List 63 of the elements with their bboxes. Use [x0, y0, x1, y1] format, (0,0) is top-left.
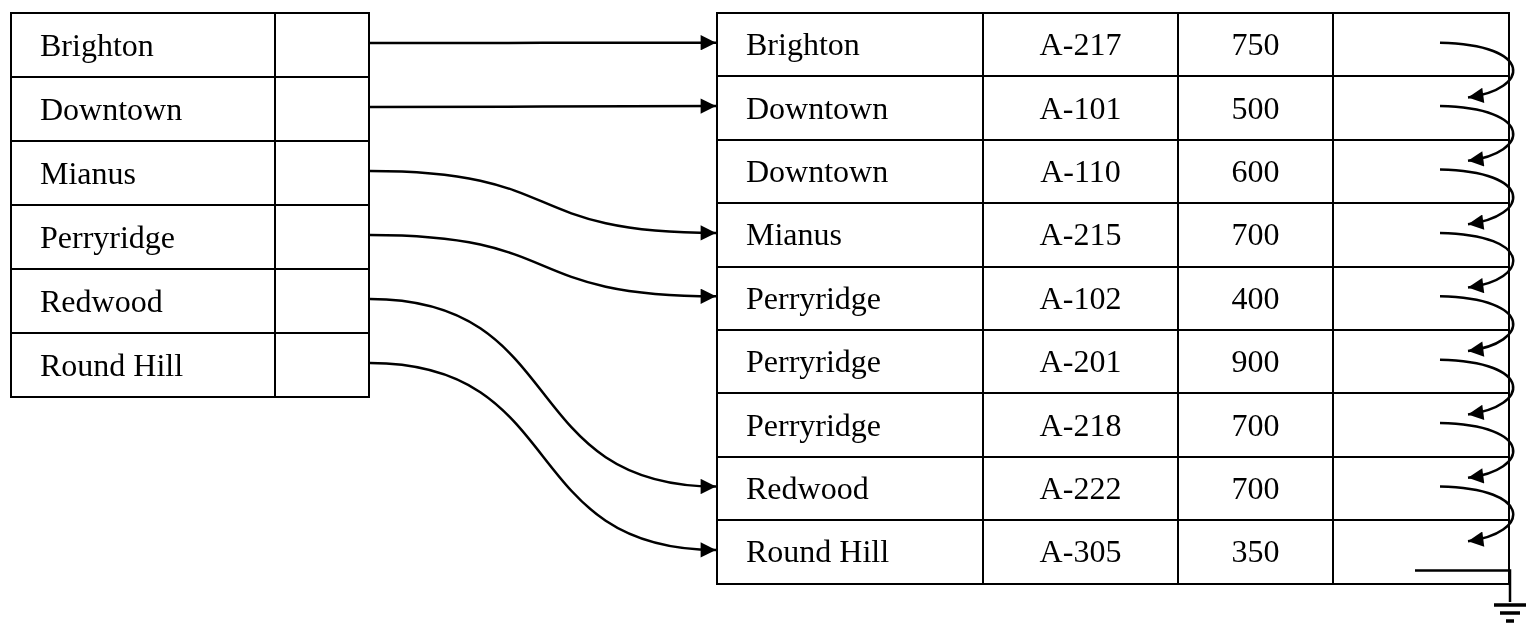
- index-arrow: [369, 233, 717, 304]
- balance-value: 700: [1231, 406, 1280, 444]
- index-key: Round Hill: [40, 346, 184, 384]
- index-key: Perryridge: [40, 218, 176, 256]
- record-row: [716, 12, 1510, 78]
- branch-name: Downtown: [746, 89, 889, 127]
- index-entry-row: [10, 76, 370, 142]
- balance-value: 750: [1231, 26, 1280, 64]
- branch-name: Round Hill: [746, 533, 890, 571]
- record-row: [716, 329, 1510, 395]
- record-row: [716, 265, 1510, 331]
- pointer-arrow: [1439, 295, 1515, 356]
- index-arrow: [370, 35, 716, 51]
- pointer-arrow: [1439, 104, 1515, 166]
- index-entry-row: [10, 140, 370, 206]
- account-number: A-215: [1039, 216, 1122, 254]
- pointer-arrow: [1439, 41, 1515, 103]
- record-row: [716, 202, 1510, 268]
- account-number: A-218: [1039, 406, 1122, 444]
- account-number: A-102: [1039, 279, 1122, 317]
- index-entry-row: [10, 204, 370, 270]
- index-key: Mianus: [40, 154, 136, 192]
- pointer-arrow: [1439, 231, 1515, 293]
- account-number: A-110: [1040, 153, 1121, 190]
- balance-value: 900: [1231, 343, 1280, 381]
- account-number: A-101: [1039, 89, 1122, 127]
- record-row: [716, 455, 1510, 522]
- balance-value: 700: [1231, 470, 1280, 507]
- account-number: A-305: [1039, 533, 1122, 571]
- index-entry-row: [10, 12, 370, 78]
- index-entry-row: [10, 268, 370, 334]
- pointer-arrow: [1439, 485, 1515, 546]
- ground-symbol: [1494, 603, 1526, 623]
- account-number: A-222: [1039, 470, 1122, 507]
- pointer-arrow: [1439, 168, 1515, 229]
- balance-value: 700: [1231, 216, 1280, 254]
- record-row: [716, 392, 1510, 458]
- index-arrow: [369, 361, 717, 557]
- index-key: Downtown: [40, 90, 183, 128]
- index-arrow: [369, 297, 717, 493]
- record-row: [716, 138, 1510, 205]
- index-key: Brighton: [40, 26, 154, 64]
- balance-value: 600: [1231, 153, 1280, 190]
- account-number: A-217: [1039, 26, 1122, 64]
- index-key: Redwood: [40, 282, 163, 320]
- balance-value: 400: [1231, 279, 1280, 317]
- index-arrow: [370, 98, 716, 114]
- index-arrow: [369, 169, 717, 241]
- balance-value: 500: [1231, 89, 1280, 127]
- branch-name: Brighton: [746, 26, 860, 64]
- branch-name: Redwood: [746, 470, 869, 507]
- pointer-arrow: [1439, 421, 1515, 483]
- branch-name: Mianus: [746, 216, 842, 254]
- branch-name: Perryridge: [746, 406, 882, 444]
- branch-name: Downtown: [746, 153, 889, 190]
- account-number: A-201: [1039, 343, 1122, 381]
- record-row: [716, 519, 1510, 585]
- balance-value: 350: [1231, 533, 1280, 571]
- index-entry-row: [10, 332, 370, 398]
- branch-name: Perryridge: [746, 279, 882, 317]
- branch-name: Perryridge: [746, 343, 882, 381]
- pointer-arrow: [1439, 358, 1515, 420]
- record-row: [716, 75, 1510, 141]
